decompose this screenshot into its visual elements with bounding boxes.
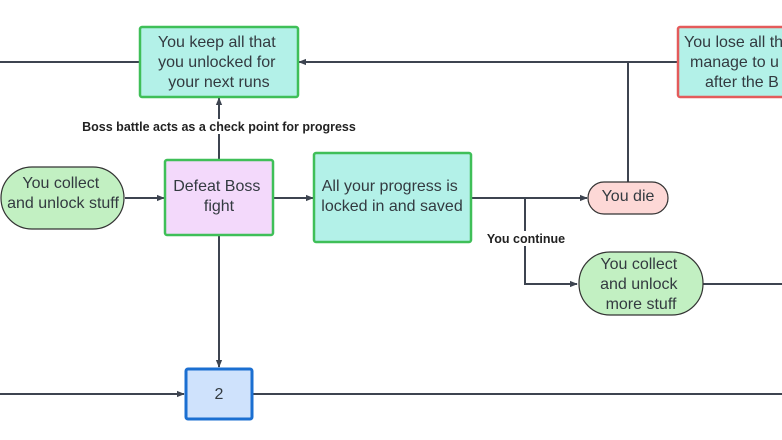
node-boss-line: Defeat Boss xyxy=(173,178,260,195)
node-keep-unlocks[interactable]: You keep all that you unlocked for your … xyxy=(138,25,300,99)
node-collect-more[interactable]: You collect and unlock more stuff xyxy=(578,251,704,316)
continue-label: You continue xyxy=(487,232,565,246)
edges xyxy=(0,58,782,398)
node-saved-line: locked in and saved xyxy=(321,198,462,215)
node-keep-line: you unlocked for xyxy=(158,54,276,71)
node-collect-line: You collect xyxy=(22,175,99,192)
node-lose-unlocks[interactable]: You lose all th manage to u after the B xyxy=(676,25,782,99)
node-collect-more-line: and unlock xyxy=(600,276,678,293)
edge-labels: Boss battle acts as a check point for pr… xyxy=(80,119,567,246)
node-two-shape xyxy=(184,367,254,421)
node-keep-line: your next runs xyxy=(168,74,269,91)
node-die-text: You die xyxy=(602,188,655,205)
node-saved-line: All your progress is xyxy=(322,178,458,195)
node-collect-stuff[interactable]: You collect and unlock stuff xyxy=(0,166,125,230)
edge-saved-to-collect-more xyxy=(524,198,578,288)
node-defeat-boss[interactable]: Defeat Boss fight xyxy=(163,158,275,237)
node-you-die[interactable]: You die xyxy=(587,181,669,215)
node-progress-saved[interactable]: All your progress is locked in and saved xyxy=(312,151,473,244)
node-boss-line: fight xyxy=(204,198,235,215)
checkpoint-label: Boss battle acts as a check point for pr… xyxy=(82,120,356,134)
node-lose-text: You lose all th manage to u after the B xyxy=(684,34,782,91)
node-two-line: 2 xyxy=(215,386,224,403)
node-collect-more-line: You collect xyxy=(600,256,677,273)
node-two-text: 2 xyxy=(215,386,224,403)
node-lose-line: manage to u xyxy=(690,54,779,71)
node-boss-text: Defeat Boss fight xyxy=(173,178,265,215)
node-two[interactable]: 2 xyxy=(184,367,254,421)
node-collect-text: You collect and unlock stuff xyxy=(7,175,119,212)
node-lose-line: after the B xyxy=(705,74,779,91)
node-collect-more-line: more stuff xyxy=(606,296,677,313)
node-collect-line: and unlock stuff xyxy=(7,195,119,212)
node-collect-more-text: You collect and unlock more stuff xyxy=(600,256,682,313)
checkpoint-label-bg xyxy=(80,119,358,134)
node-lose-shape xyxy=(676,25,782,99)
node-collect-shape xyxy=(0,166,125,230)
node-keep-text: You keep all that you unlocked for your … xyxy=(158,34,280,91)
node-collect-more-shape xyxy=(578,251,704,316)
node-keep-shape xyxy=(138,25,300,99)
node-boss-shape xyxy=(163,158,275,237)
node-die-line: You die xyxy=(602,188,655,205)
node-die-shape xyxy=(587,181,669,215)
node-lose-line: You lose all th xyxy=(684,34,782,51)
continue-label-bg xyxy=(485,231,567,246)
node-saved-text: All your progress is locked in and saved xyxy=(321,178,462,215)
node-saved-shape xyxy=(312,151,473,244)
node-keep-line: You keep all that xyxy=(158,34,276,51)
